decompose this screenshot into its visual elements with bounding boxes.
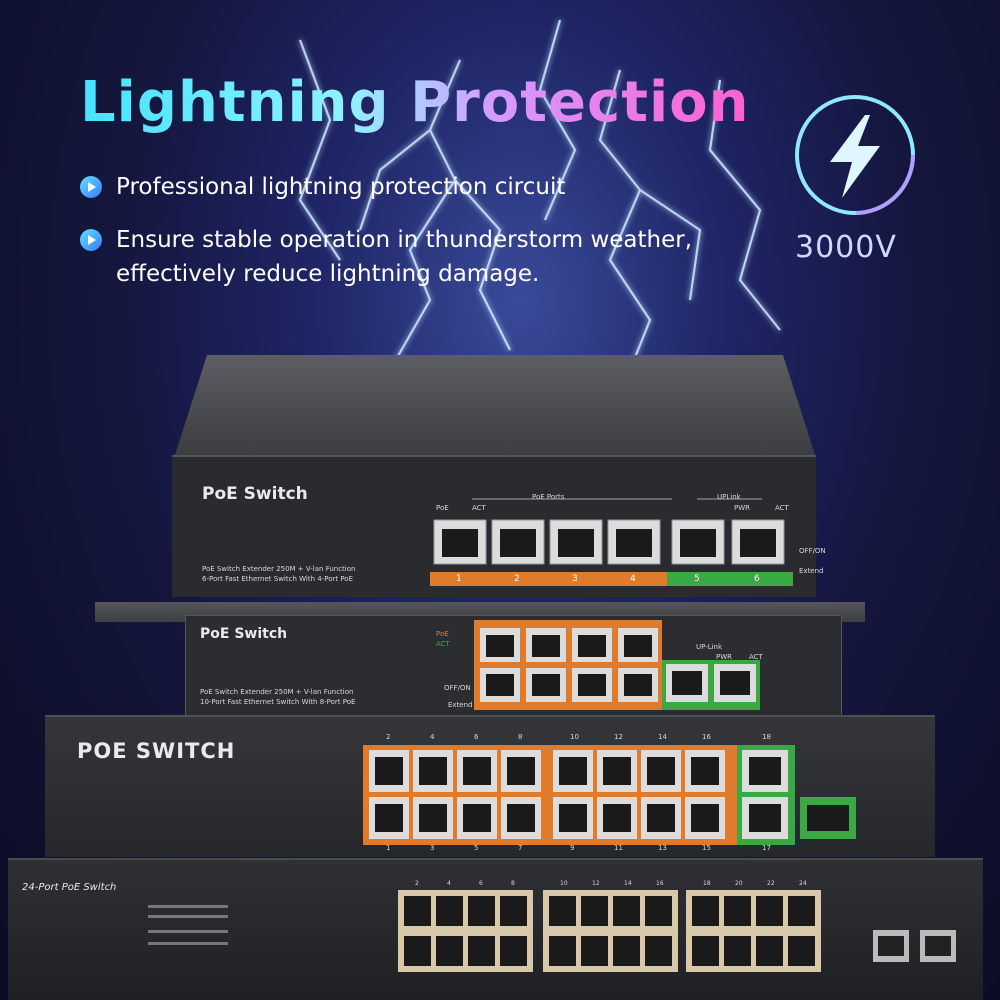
port-number: 9 [570,844,575,852]
extend-label: Extend [799,567,824,575]
port-number: 4 [447,880,451,887]
legend-poe-label: PoE [436,630,449,638]
port-number: 24 [799,880,807,887]
port-number: 5 [694,574,700,584]
switch-18port-brand: POE SWITCH [77,739,236,763]
port-number: 18 [703,880,711,887]
port-number: 6 [479,880,483,887]
switch-10port-front: PoE Switch PoE ACT PoE Switch Extender 2… [185,615,842,717]
port-number: 11 [614,844,623,852]
switch-10port-desc2: 10-Port Fast Ethernet Switch With 8-Port… [200,698,356,706]
port-number: 14 [658,733,667,741]
switch-6port-brand: PoE Switch [202,484,308,504]
port-number: 3 [430,844,435,852]
switch-6port-ports [430,498,793,586]
act-label: ACT [775,504,789,512]
lightning-background [298,19,781,371]
play-bullet-icon [80,229,102,251]
port-number: 16 [702,733,711,741]
port-number: 7 [518,844,523,852]
port-number: 17 [762,844,771,852]
switch-18port-ports [363,745,856,845]
offon-label: OFF/ON [799,547,826,555]
switch-18port-front: POE SWITCH 2 4 6 8 10 12 14 1 [45,715,935,857]
switch-10port-desc1: PoE Switch Extender 250M + V-lan Functio… [200,688,354,696]
switch-6port-top [175,355,815,455]
legend-act-label: ACT [436,640,450,648]
port-number: 8 [518,733,523,741]
switch-6port-front: PoE Switch PoE Switch Extender 250M + V-… [172,455,826,597]
port-number: 18 [762,733,771,741]
port-number: 3 [572,574,578,584]
switch-24port-ports [148,890,956,972]
voltage-rating: 3000V [795,230,897,265]
act-label: ACT [749,653,763,661]
port-number: 6 [754,574,760,584]
led-poe-label: PoE [436,504,449,512]
pwr-label: PWR [716,653,733,661]
bullet-1: Professional lightning protection circui… [80,170,565,204]
port-number: 12 [614,733,623,741]
port-number: 10 [560,880,568,887]
uplink-label: UPLink [717,493,741,501]
bullet-1-text: Professional lightning protection circui… [116,174,566,200]
pwr-label: PWR [734,504,751,512]
port-number: 16 [656,880,664,887]
port-number: 5 [474,844,479,852]
led-act-label: ACT [472,504,486,512]
port-number: 1 [386,844,391,852]
port-number: 15 [702,844,711,852]
bullet-2: Ensure stable operation in thunderstorm … [80,223,692,291]
uplink-label: UP-Link [696,643,723,651]
switch-10port-ports [474,620,760,710]
port-number: 1 [456,574,462,584]
offon-label: OFF/ON [444,684,471,692]
poe-ports-label: PoE Ports [532,493,565,501]
port-number: 13 [658,844,667,852]
extend-label: Extend [448,701,473,709]
port-number: 8 [511,880,515,887]
port-number: 10 [570,733,579,741]
port-number: 2 [415,880,419,887]
port-number: 2 [386,733,391,741]
switch-10port-brand: PoE Switch [200,626,288,642]
switch-6port-desc1: PoE Switch Extender 250M + V-lan Functio… [202,565,356,573]
port-number: 4 [630,574,636,584]
port-number: 2 [514,574,520,584]
play-bullet-icon [80,176,102,198]
bullet-2-text-line2: effectively reduce lightning damage. [116,261,540,287]
port-number: 6 [474,733,479,741]
headline: Lightning Protection [80,70,750,135]
port-number: 20 [735,880,743,887]
port-number: 22 [767,880,775,887]
bullet-2-text: Ensure stable operation in thunderstorm … [116,227,693,253]
port-number: 12 [592,880,600,887]
switch-6port-desc2: 6-Port Fast Ethernet Switch With 4-Port … [202,575,353,583]
port-number: 14 [624,880,632,887]
port-number: 4 [430,733,435,741]
switch-24port-brand: 24-Port PoE Switch [22,882,117,893]
lightning-bolt-icon [795,95,915,215]
